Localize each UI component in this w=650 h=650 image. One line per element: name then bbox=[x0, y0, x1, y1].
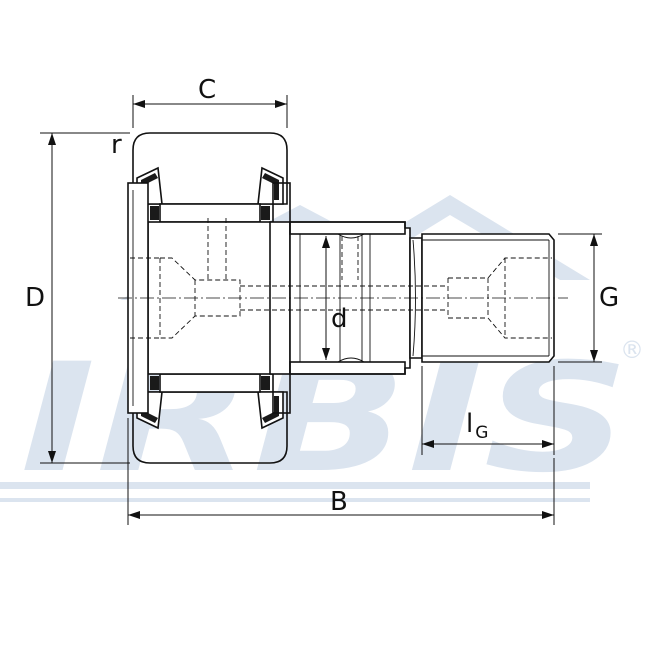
needle-roller-top bbox=[159, 203, 261, 223]
registered-mark: ® bbox=[620, 336, 644, 364]
label-d-outer: D bbox=[25, 283, 45, 313]
outer-ring-top bbox=[132, 132, 288, 205]
label-r: r bbox=[111, 130, 122, 160]
watermark-underline bbox=[0, 482, 590, 502]
seal-bottom-right bbox=[262, 396, 279, 423]
label-d-stud: d bbox=[331, 304, 348, 334]
label-c: C bbox=[198, 75, 216, 105]
label-b: B bbox=[330, 487, 348, 517]
label-lg-sub: G bbox=[475, 423, 488, 443]
outer-ring-bottom bbox=[132, 391, 288, 464]
dimension-lines bbox=[40, 95, 602, 525]
label-lg-main: l bbox=[466, 409, 473, 439]
seal-top-right bbox=[262, 173, 279, 200]
needle-roller-bottom bbox=[159, 373, 261, 393]
bearing-section bbox=[118, 132, 568, 464]
label-g: G bbox=[599, 283, 619, 313]
